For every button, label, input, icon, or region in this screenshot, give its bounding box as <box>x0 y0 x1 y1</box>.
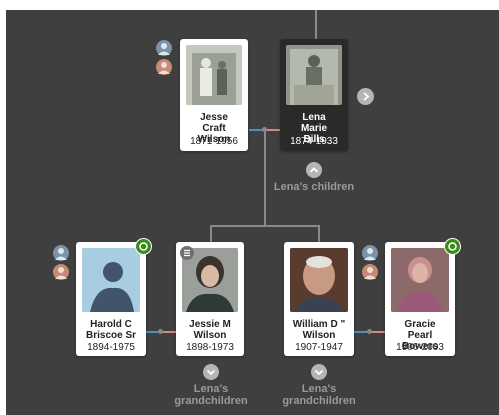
male-silhouette-icon <box>158 43 170 55</box>
child2-photo <box>290 248 348 312</box>
child2-dates: 1907-1947 <box>295 342 343 353</box>
spouse-dot-2 <box>367 329 372 334</box>
spouse-line-2a <box>354 331 369 333</box>
chevron-up-icon <box>309 167 319 173</box>
female-silhouette-icon <box>364 267 376 279</box>
children-trunk <box>264 131 266 226</box>
children-bar <box>211 225 319 227</box>
person-card-child-2[interactable]: William D " Wilson 1907-1947 <box>284 242 354 356</box>
mother-name: Lena Marie Bills <box>300 112 328 145</box>
person-card-father[interactable]: Jesse Craft Wilson 1871-1956 <box>180 39 248 151</box>
spouse1-dates: 1894-1975 <box>87 342 135 353</box>
child-drop-1 <box>210 225 212 242</box>
hint-leaf-badge-2[interactable] <box>444 238 461 255</box>
child1-name: Jessie M Wilson <box>189 319 231 341</box>
spouse-dot-1 <box>158 329 163 334</box>
children-label[interactable]: Lena's children <box>273 181 355 193</box>
photo-image <box>286 45 342 105</box>
spouse2-photo <box>391 248 449 312</box>
couple-dot <box>262 127 267 132</box>
spouse1-father-button[interactable] <box>53 245 69 261</box>
spouse2-name: Gracie Pearl Bowers <box>401 319 439 352</box>
couple-line-left <box>249 129 265 131</box>
leaf-hint-icon <box>139 242 148 251</box>
male-silhouette-icon <box>364 248 376 260</box>
hint-leaf-badge-1[interactable] <box>135 238 152 255</box>
leaf-hint-icon <box>448 242 457 251</box>
female-silhouette-icon <box>55 267 67 279</box>
grandchildren-label-1[interactable]: Lena's grandchildren <box>174 383 248 407</box>
spouse1-mother-button[interactable] <box>53 264 69 280</box>
toggle-grandchildren-button-2[interactable] <box>311 364 327 380</box>
ancestor-line <box>315 10 317 39</box>
chevron-right-icon <box>363 92 370 101</box>
photo-image <box>290 248 348 312</box>
list-icon <box>184 249 190 257</box>
person-card-child-1[interactable]: Jessie M Wilson 1898-1973 <box>176 242 244 356</box>
spouse-line-1a <box>146 331 161 333</box>
default-male-avatar <box>82 248 140 312</box>
couple-line-right <box>265 129 280 131</box>
father-dates: 1871-1956 <box>190 136 238 147</box>
chevron-down-icon <box>314 369 324 376</box>
child2-name: William D " Wilson <box>292 319 346 341</box>
chevron-down-icon <box>206 369 216 376</box>
male-placeholder-icon <box>82 248 140 312</box>
photo-image <box>186 45 242 105</box>
father-name: Jesse Craft Wilson <box>197 112 231 145</box>
toggle-children-button[interactable] <box>306 162 322 178</box>
toggle-grandchildren-button-1[interactable] <box>203 364 219 380</box>
spouse-line-1b <box>161 331 176 333</box>
spouse2-father-button[interactable] <box>362 245 378 261</box>
male-silhouette-icon <box>55 248 67 260</box>
grandchildren-label-2[interactable]: Lena's grandchildren <box>282 383 356 407</box>
spouse1-name: Harold C Briscoe Sr <box>85 319 137 341</box>
spouse-line-2b <box>369 331 385 333</box>
father-parents-button[interactable] <box>156 40 172 56</box>
spouse2-dates: 1906-2003 <box>396 342 444 353</box>
mother-photo <box>286 45 342 105</box>
child1-dates: 1898-1973 <box>186 342 234 353</box>
photo-image <box>391 248 449 312</box>
spouse2-mother-button[interactable] <box>362 264 378 280</box>
family-tree-canvas[interactable]: Jesse Craft Wilson 1871-1956 Lena Marie … <box>6 10 499 415</box>
expand-right-button[interactable] <box>357 88 374 105</box>
record-list-button[interactable] <box>180 246 194 260</box>
person-card-spouse-2[interactable]: Gracie Pearl Bowers 1906-2003 <box>385 242 455 356</box>
photo-image <box>182 248 238 312</box>
child1-photo <box>182 248 238 312</box>
person-card-spouse-1[interactable]: Harold C Briscoe Sr 1894-1975 <box>76 242 146 356</box>
person-card-mother[interactable]: Lena Marie Bills 1874-1933 <box>280 39 348 151</box>
mother-dates: 1874-1933 <box>290 136 338 147</box>
mother-parents-button[interactable] <box>156 59 172 75</box>
father-photo <box>186 45 242 105</box>
female-silhouette-icon <box>158 62 170 74</box>
child-drop-2 <box>318 225 320 242</box>
